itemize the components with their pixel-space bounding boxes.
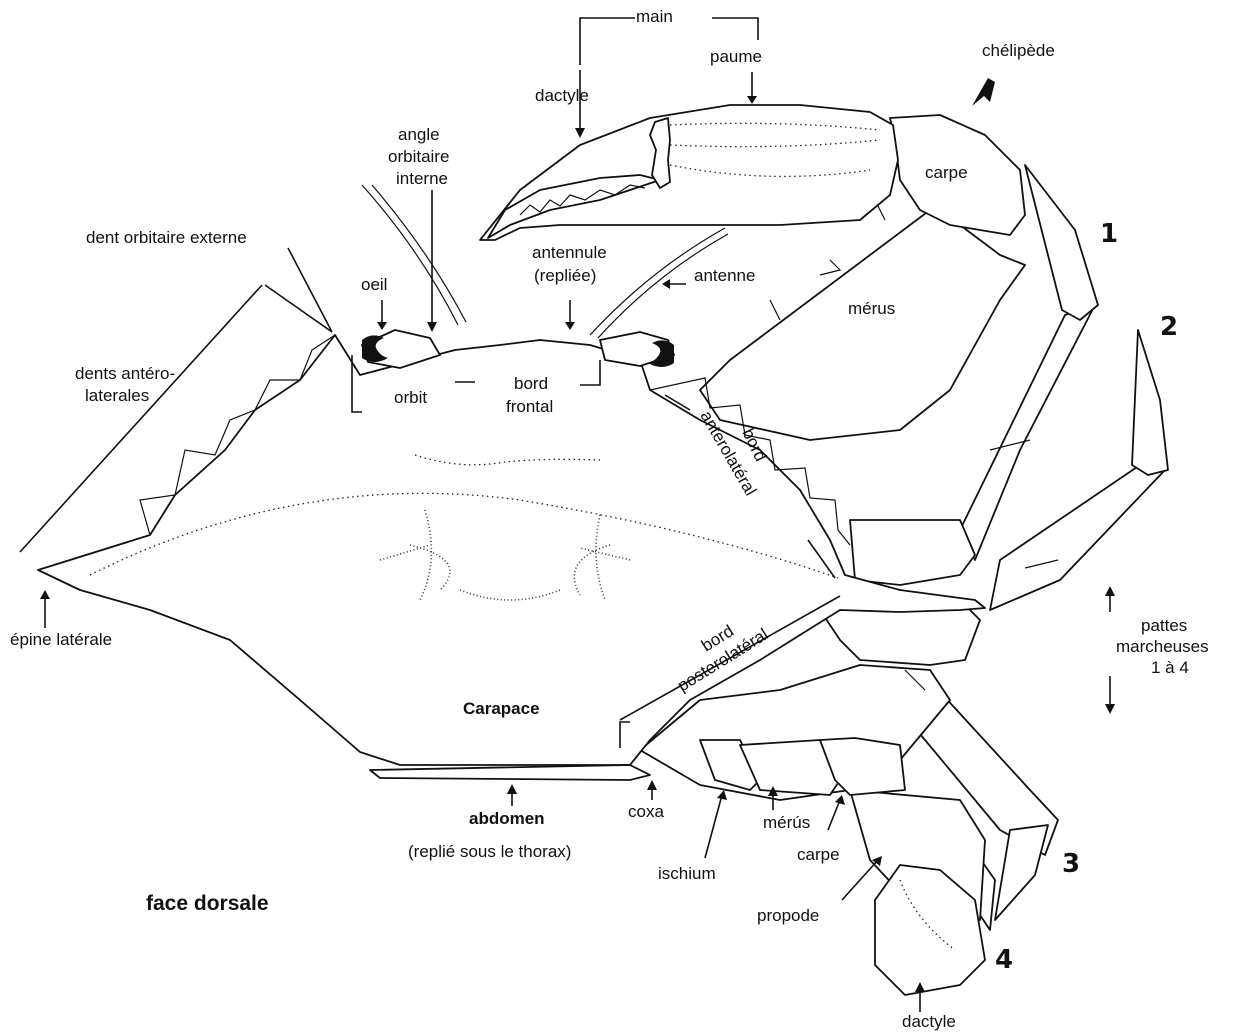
leg-number-3: 3: [1062, 849, 1080, 879]
label-chelipede: chélipède: [982, 41, 1055, 60]
eyes: [361, 329, 675, 369]
label-oeil: oeil: [361, 275, 387, 294]
label-merus-bottom: mérús: [763, 813, 810, 832]
rear-leg-segments: [639, 664, 951, 801]
merus-segment: [699, 209, 1026, 441]
label-main: main: [636, 7, 673, 26]
label-pattes-2: marcheuses: [1116, 637, 1209, 656]
label-epine-laterale: épine latérale: [10, 630, 112, 649]
label-bord-frontal-2: frontal: [506, 397, 553, 416]
abdomen-shape: [369, 764, 651, 781]
label-coxa: coxa: [628, 802, 664, 821]
label-carpe-top: carpe: [925, 163, 968, 182]
label-abdomen: abdomen: [469, 809, 545, 828]
label-propode: propode: [757, 906, 819, 925]
palm-segment: [479, 104, 899, 241]
label-angle-1: angle: [398, 125, 440, 144]
label-ischium: ischium: [658, 864, 716, 883]
label-angle-2: orbitaire: [388, 147, 449, 166]
pointer-lines: [19, 17, 1115, 1012]
label-angle-3: interne: [396, 169, 448, 188]
label-antennule-1: antennule: [532, 243, 607, 262]
leg-number-2: 2: [1160, 312, 1178, 342]
label-dactyle-top: dactyle: [535, 86, 589, 105]
cheliped: [479, 104, 1026, 441]
label-dactyle-bottom: dactyle: [902, 1012, 956, 1031]
antennae: [361, 184, 729, 339]
label-orbit: orbit: [394, 388, 427, 407]
label-carpe-bottom: carpe: [797, 845, 840, 864]
dactyl-finger: [487, 174, 661, 239]
label-dents-2: laterales: [85, 386, 149, 405]
leg-number-1: 1: [1100, 219, 1118, 249]
carpe-segment: [889, 114, 1026, 236]
label-merus-top: mérus: [848, 299, 895, 318]
carapace: [37, 334, 986, 781]
walking-leg-4: [849, 789, 986, 996]
label-antenne: antenne: [694, 266, 755, 285]
label-pattes-1: pattes: [1141, 616, 1187, 635]
label-antennule-2: (repliée): [534, 266, 596, 285]
label-carapace: Carapace: [463, 699, 540, 718]
label-paume: paume: [710, 47, 762, 66]
label-face-dorsale: face dorsale: [146, 892, 269, 915]
leg-number-4: 4: [995, 945, 1013, 975]
walking-leg-2: [989, 329, 1169, 611]
leg-basal-segments: [819, 519, 981, 666]
label-pattes-3: 1 à 4: [1151, 658, 1189, 677]
label-dent-orbitaire-externe: dent orbitaire externe: [86, 228, 247, 247]
label-abdomen-note: (replié sous le thorax): [408, 842, 571, 861]
label-bord-frontal-1: bord: [514, 374, 548, 393]
label-dents-1: dents antéro-: [75, 364, 175, 383]
